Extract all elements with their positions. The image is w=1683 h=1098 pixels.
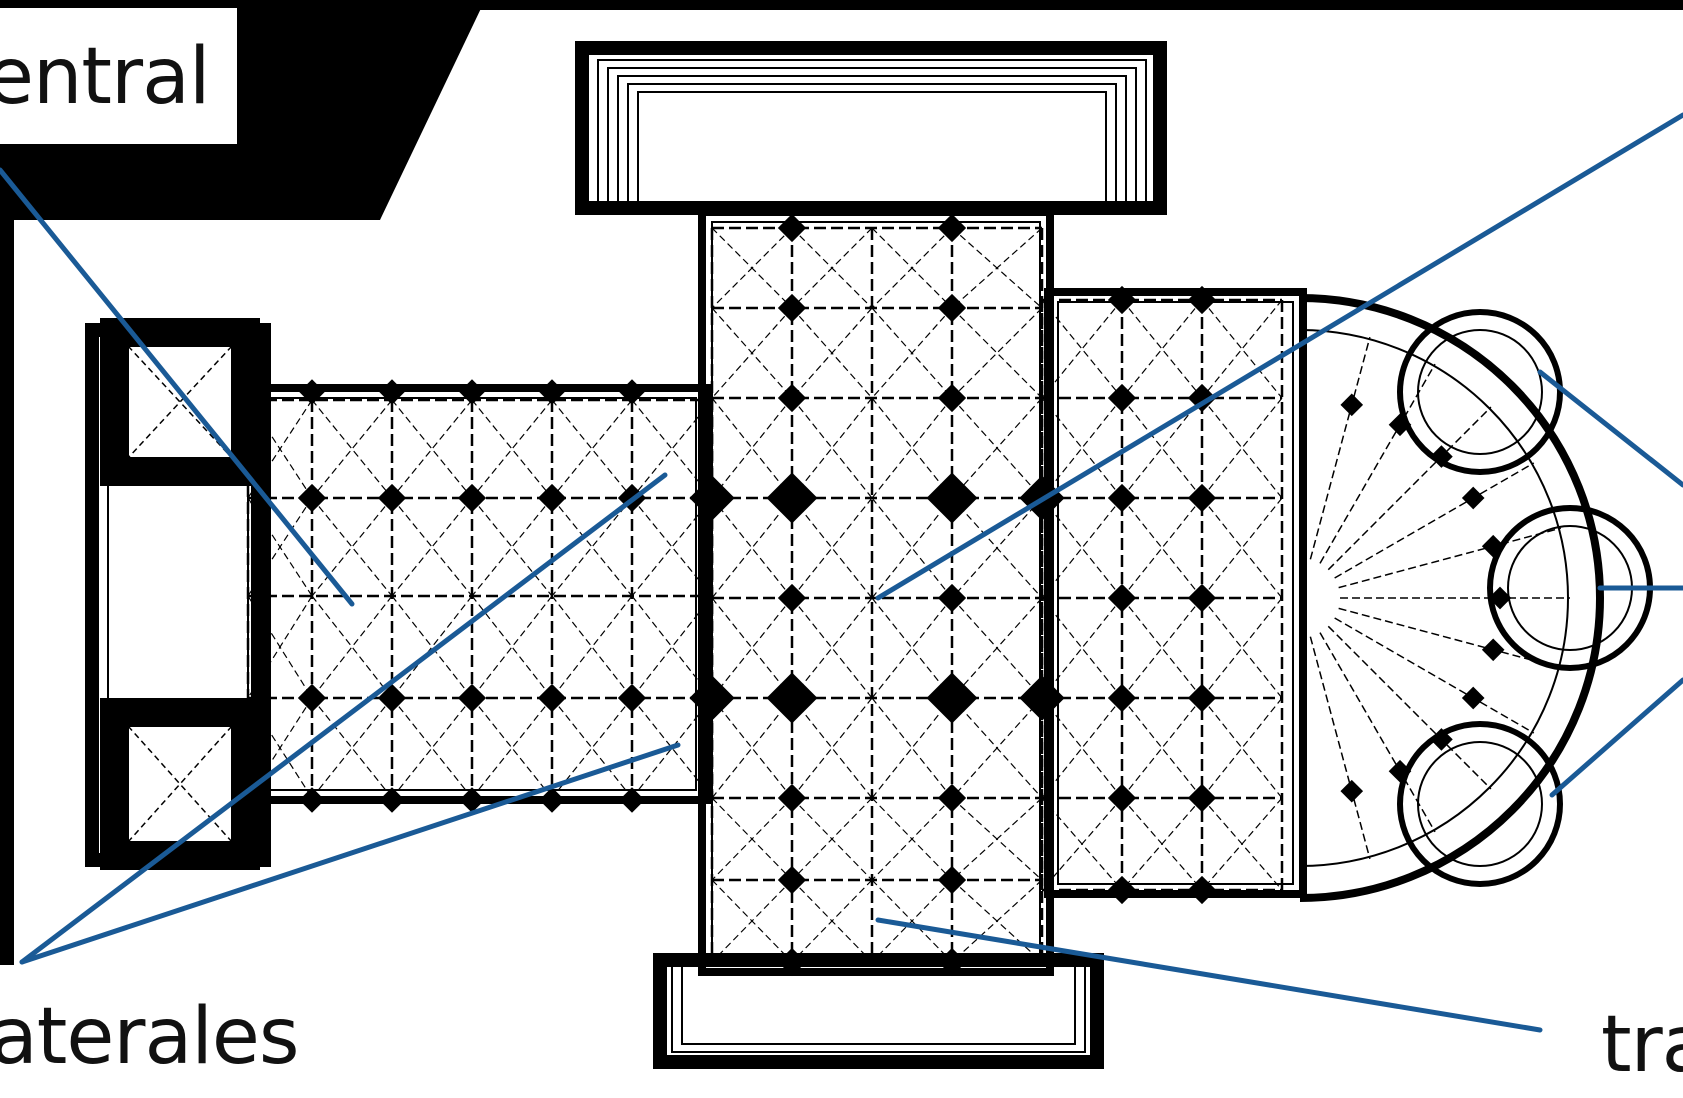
leader-crossing xyxy=(875,112,1683,601)
leader-transept xyxy=(875,917,1543,1033)
leader-lines xyxy=(0,112,1683,1033)
west-towers xyxy=(100,318,260,870)
leader-lateral-north xyxy=(19,472,668,965)
leader-chapel-south xyxy=(1549,677,1683,798)
top-border xyxy=(0,0,1683,10)
label-naves-laterales: aterales xyxy=(0,992,300,1082)
leader-lateral-south xyxy=(19,742,681,965)
vault-lines xyxy=(246,226,1570,964)
label-box-central xyxy=(0,8,237,144)
label-nave-central: entral xyxy=(0,32,211,122)
leader-chapel-north xyxy=(1537,369,1683,488)
leader-central xyxy=(0,167,355,607)
label-transepto: tra xyxy=(1601,1000,1683,1090)
plan-outline xyxy=(85,41,1653,1069)
left-bar xyxy=(0,220,14,965)
piers xyxy=(297,213,1512,977)
